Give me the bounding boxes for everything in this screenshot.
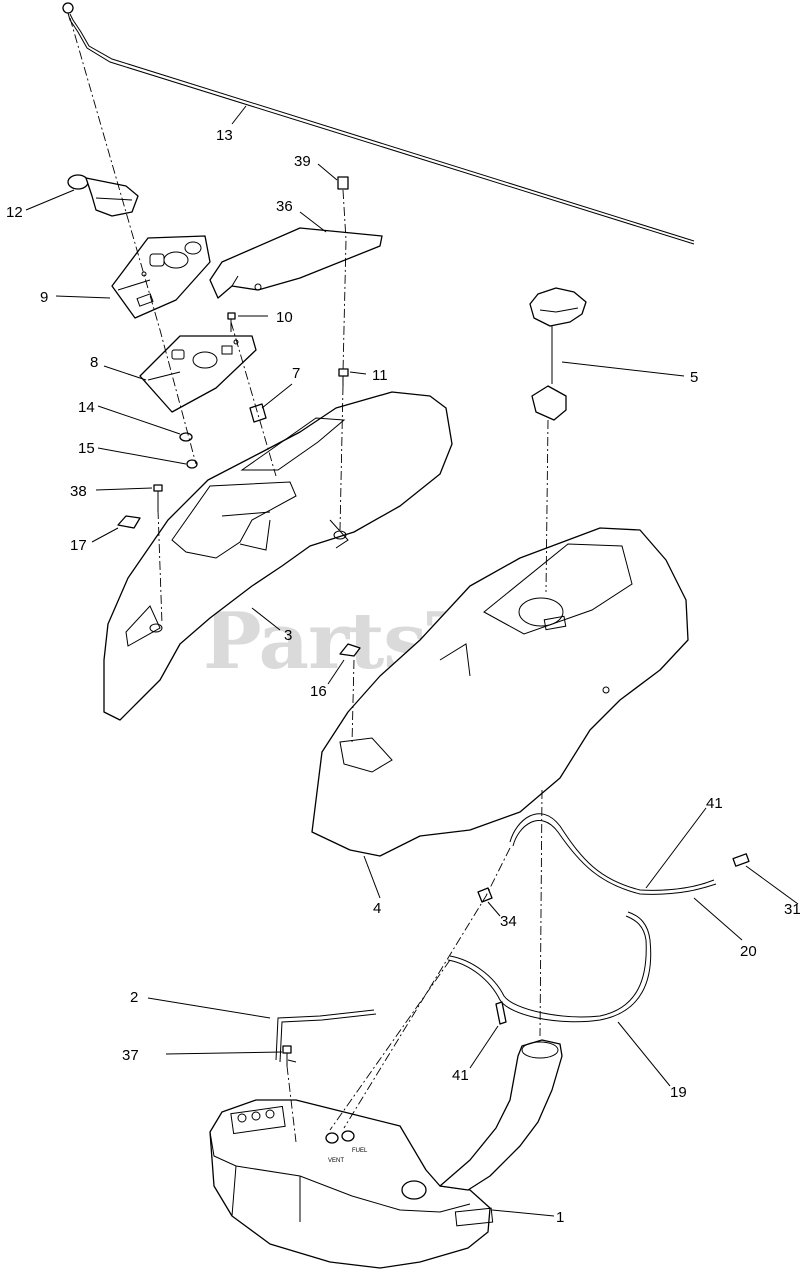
part-4-shroud[interactable]	[311, 527, 689, 857]
part-12-knob[interactable]	[67, 174, 139, 217]
part-1-fuel-tank[interactable]: FUEL VENT	[209, 1039, 563, 1269]
callout-16[interactable]: 16	[310, 683, 327, 700]
callout-34[interactable]: 34	[500, 913, 517, 930]
part-36-cover[interactable]	[209, 227, 383, 299]
callout-9[interactable]: 9	[40, 289, 48, 306]
part-9-plate[interactable]	[111, 235, 211, 319]
callout-39[interactable]: 39	[294, 153, 311, 170]
part-13-rod[interactable]	[62, 2, 695, 245]
callout-7[interactable]: 7	[292, 365, 300, 382]
callout-19[interactable]: 19	[670, 1084, 687, 1101]
part-10-screw[interactable]	[227, 312, 236, 332]
part-41-clip-lower[interactable]	[495, 1001, 507, 1025]
callout-4[interactable]: 4	[373, 900, 381, 917]
callout-10[interactable]: 10	[276, 309, 293, 326]
part-5-fuel-cap[interactable]	[529, 287, 587, 421]
part-8-plate[interactable]	[139, 335, 257, 413]
callout-14[interactable]: 14	[78, 399, 95, 416]
callout-20[interactable]: 20	[740, 943, 757, 960]
callout-11[interactable]: 11	[372, 367, 388, 384]
callout-labels: 13 12 39 36 9 10 8 7 11 5 14 15 38 17 3 …	[6, 127, 801, 1226]
leader-lines	[25, 105, 799, 1217]
part-38-bolt[interactable]	[153, 484, 163, 512]
part-11-bolt[interactable]	[338, 368, 349, 386]
callout-2[interactable]: 2	[130, 989, 138, 1006]
part-31-fitting[interactable]	[732, 853, 750, 867]
part-19-hose[interactable]	[447, 911, 652, 1023]
decal-vent: VENT	[328, 1158, 344, 1164]
callout-31[interactable]: 31	[784, 901, 801, 918]
callout-8[interactable]: 8	[90, 354, 98, 371]
callout-5[interactable]: 5	[690, 369, 698, 386]
callout-36[interactable]: 36	[276, 198, 293, 215]
callout-41-upper[interactable]: 41	[706, 795, 723, 812]
callout-41-lower[interactable]: 41	[452, 1067, 469, 1084]
decal-fuel: FUEL	[352, 1148, 368, 1154]
assembly-centerlines	[69, 17, 549, 1143]
callout-13[interactable]: 13	[216, 127, 233, 144]
part-34-clamp[interactable]	[477, 887, 493, 903]
part-14-washer[interactable]	[179, 432, 193, 442]
part-3-console[interactable]	[103, 391, 453, 721]
callout-3[interactable]: 3	[284, 627, 292, 644]
part-7-clip[interactable]	[249, 403, 267, 423]
callout-17[interactable]: 17	[70, 537, 87, 554]
callout-1[interactable]: 1	[556, 1209, 564, 1226]
callout-37[interactable]: 37	[122, 1047, 139, 1064]
part-17-pad[interactable]	[117, 515, 141, 529]
part-37-screw[interactable]	[282, 1045, 292, 1066]
callout-38[interactable]: 38	[70, 483, 87, 500]
part-16-pad[interactable]	[339, 643, 361, 657]
part-20-hose[interactable]	[509, 813, 717, 895]
part-2-bracket[interactable]	[275, 1009, 377, 1063]
part-39-clip[interactable]	[337, 176, 349, 190]
callout-12[interactable]: 12	[6, 204, 23, 221]
part-15-nut[interactable]	[186, 459, 198, 469]
callout-15[interactable]: 15	[78, 440, 95, 457]
